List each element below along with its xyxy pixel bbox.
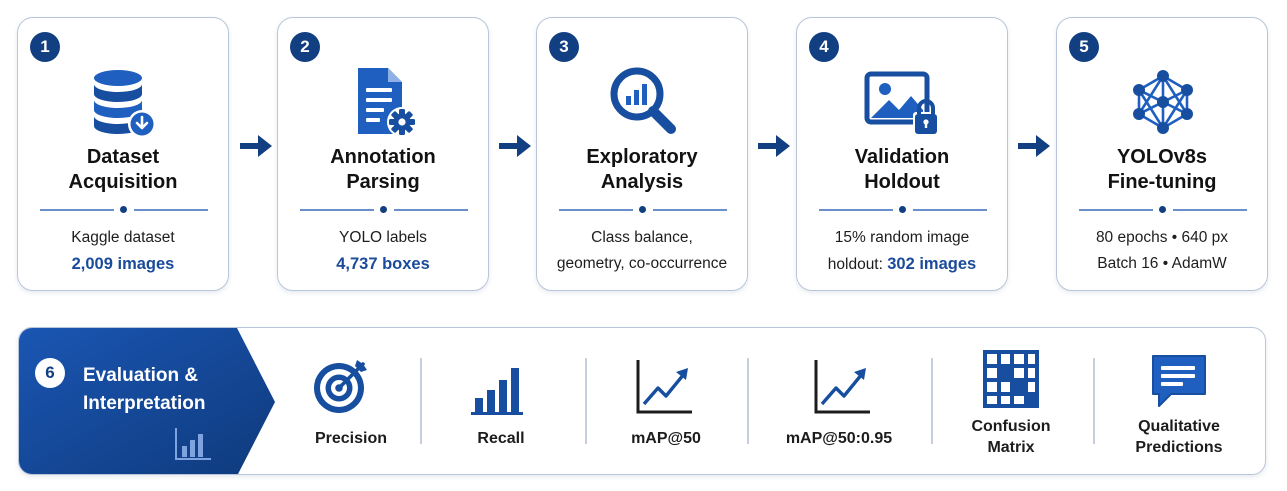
step-title: Dataset Acquisition bbox=[18, 145, 228, 195]
step-number-badge: 3 bbox=[549, 32, 579, 62]
step-divider bbox=[40, 206, 208, 214]
step-divider bbox=[819, 206, 987, 214]
step-description: YOLO labels 4,737 boxes bbox=[278, 225, 488, 277]
flow-arrow-icon bbox=[756, 132, 792, 160]
step-desc-line: Kaggle dataset bbox=[71, 229, 175, 246]
bar-chart-icon bbox=[173, 426, 213, 462]
metric-label: mAP@50:0.95 bbox=[759, 428, 919, 449]
step-title: Annotation Parsing bbox=[278, 145, 488, 195]
evaluation-banner: 6 Evaluation & Interpretation bbox=[19, 328, 279, 474]
metric-precision: Precision bbox=[281, 328, 421, 474]
step-title-line: Validation bbox=[854, 146, 950, 168]
step-title-line: Exploratory bbox=[586, 146, 698, 168]
metric-label: Confusion Matrix bbox=[931, 416, 1091, 458]
step-desc-highlight: 302 images bbox=[887, 255, 977, 273]
step-title-line: Fine-tuning bbox=[1107, 171, 1217, 193]
step-title: Validation Holdout bbox=[797, 145, 1007, 195]
step-desc-line: geometry, co-occurrence bbox=[556, 255, 728, 272]
metric-separator bbox=[1093, 358, 1095, 444]
step-desc-line: holdout: 302 images bbox=[797, 251, 1007, 278]
evaluation-title: Evaluation & Interpretation bbox=[83, 362, 205, 418]
metric-confusion-matrix: Confusion Matrix bbox=[931, 328, 1091, 474]
metric-label-line: Recall bbox=[477, 430, 525, 447]
step-title-line: Analysis bbox=[600, 171, 684, 193]
metric-label-line: Predictions bbox=[1135, 439, 1223, 456]
step-title-line: Holdout bbox=[864, 171, 940, 193]
evaluation-panel: 6 Evaluation & Interpretation bbox=[18, 327, 1266, 475]
step-number-badge: 1 bbox=[30, 32, 60, 62]
step-title: Exploratory Analysis bbox=[537, 145, 747, 195]
step-desc-highlight: 2,009 images bbox=[71, 255, 175, 273]
evaluation-title-line: Evaluation & bbox=[83, 365, 199, 386]
magnifier-chart-icon bbox=[603, 62, 683, 142]
matrix-grid-icon bbox=[979, 348, 1043, 412]
flow-arrow-icon bbox=[1016, 132, 1052, 160]
metric-separator bbox=[747, 358, 749, 444]
step-divider bbox=[1079, 206, 1247, 214]
step-divider bbox=[300, 206, 468, 214]
metric-separator bbox=[420, 358, 422, 444]
metric-label: Recall bbox=[421, 428, 581, 449]
flow-arrow-icon bbox=[238, 132, 274, 160]
metric-label-line: Matrix bbox=[987, 439, 1035, 456]
step-divider bbox=[559, 206, 727, 214]
trend-chart-icon bbox=[632, 354, 696, 418]
step-number-badge: 2 bbox=[290, 32, 320, 62]
metric-label-line: Confusion bbox=[971, 418, 1051, 435]
step-title-line: Annotation bbox=[330, 146, 436, 168]
step-desc-line: Class balance, bbox=[591, 229, 693, 246]
metric-label: Qualitative Predictions bbox=[1099, 416, 1259, 458]
step-title-line: Parsing bbox=[346, 171, 420, 193]
target-icon bbox=[309, 354, 373, 418]
step-title: YOLOv8s Fine-tuning bbox=[1057, 145, 1267, 195]
metric-map50-95: mAP@50:0.95 bbox=[748, 328, 930, 474]
step-card-annotation-parsing: 2 Annotation Parsing YOLO labels 4,737 b… bbox=[277, 17, 489, 291]
step-description: 80 epochs • 640 px Batch 16 • AdamW bbox=[1057, 225, 1267, 277]
step-title-line: Dataset bbox=[86, 146, 160, 168]
image-lock-icon bbox=[863, 62, 943, 142]
step-desc-highlight: 4,737 boxes bbox=[336, 255, 430, 273]
step-card-exploratory-analysis: 3 Exploratory Analysis Class balance, ge… bbox=[536, 17, 748, 291]
step-desc-line: YOLO labels bbox=[339, 229, 427, 246]
evaluation-title-line: Interpretation bbox=[83, 393, 206, 414]
step-desc-prefix: holdout: bbox=[827, 256, 888, 273]
speech-bubble-icon bbox=[1147, 350, 1211, 414]
metric-map50: mAP@50 bbox=[586, 328, 746, 474]
metric-separator bbox=[931, 358, 933, 444]
step-number-badge: 4 bbox=[809, 32, 839, 62]
metric-recall: Recall bbox=[421, 328, 583, 474]
document-gear-icon bbox=[344, 62, 424, 142]
step-description: 15% random image holdout: 302 images bbox=[797, 225, 1007, 278]
step-card-validation-holdout: 4 Validation Holdout 15% random image ho… bbox=[796, 17, 1008, 291]
step-desc-line: 15% random image bbox=[834, 229, 970, 246]
metric-separator bbox=[585, 358, 587, 444]
trend-chart-icon bbox=[810, 354, 874, 418]
metric-label-line: Qualitative bbox=[1138, 418, 1220, 435]
database-download-icon bbox=[84, 62, 164, 142]
metric-label-line: mAP@50 bbox=[631, 430, 701, 447]
metric-label-line: mAP@50:0.95 bbox=[785, 430, 893, 447]
step-desc-line: Batch 16 • AdamW bbox=[1097, 255, 1227, 272]
step-desc-line: 80 epochs • 640 px bbox=[1095, 229, 1229, 246]
step-title-line: YOLOv8s bbox=[1116, 146, 1208, 168]
metric-label: Precision bbox=[271, 428, 431, 449]
step-card-yolov8s-finetuning: 5 YOLOv8s Fine-tuning 80 epochs • 640 px… bbox=[1056, 17, 1268, 291]
step-card-dataset-acquisition: 1 Dataset Acquisition Kaggle dataset 2,0… bbox=[17, 17, 229, 291]
step-number-badge: 6 bbox=[35, 358, 65, 388]
flow-arrow-icon bbox=[497, 132, 533, 160]
neural-network-icon bbox=[1123, 62, 1203, 142]
metric-label-line: Precision bbox=[314, 430, 388, 447]
step-description: Kaggle dataset 2,009 images bbox=[18, 225, 228, 277]
metric-label: mAP@50 bbox=[586, 428, 746, 449]
bar-chart-icon bbox=[467, 354, 531, 418]
step-description: Class balance, geometry, co-occurrence bbox=[537, 225, 747, 277]
step-title-line: Acquisition bbox=[68, 171, 178, 193]
step-number-badge: 5 bbox=[1069, 32, 1099, 62]
metric-qualitative-predictions: Qualitative Predictions bbox=[1094, 328, 1264, 474]
